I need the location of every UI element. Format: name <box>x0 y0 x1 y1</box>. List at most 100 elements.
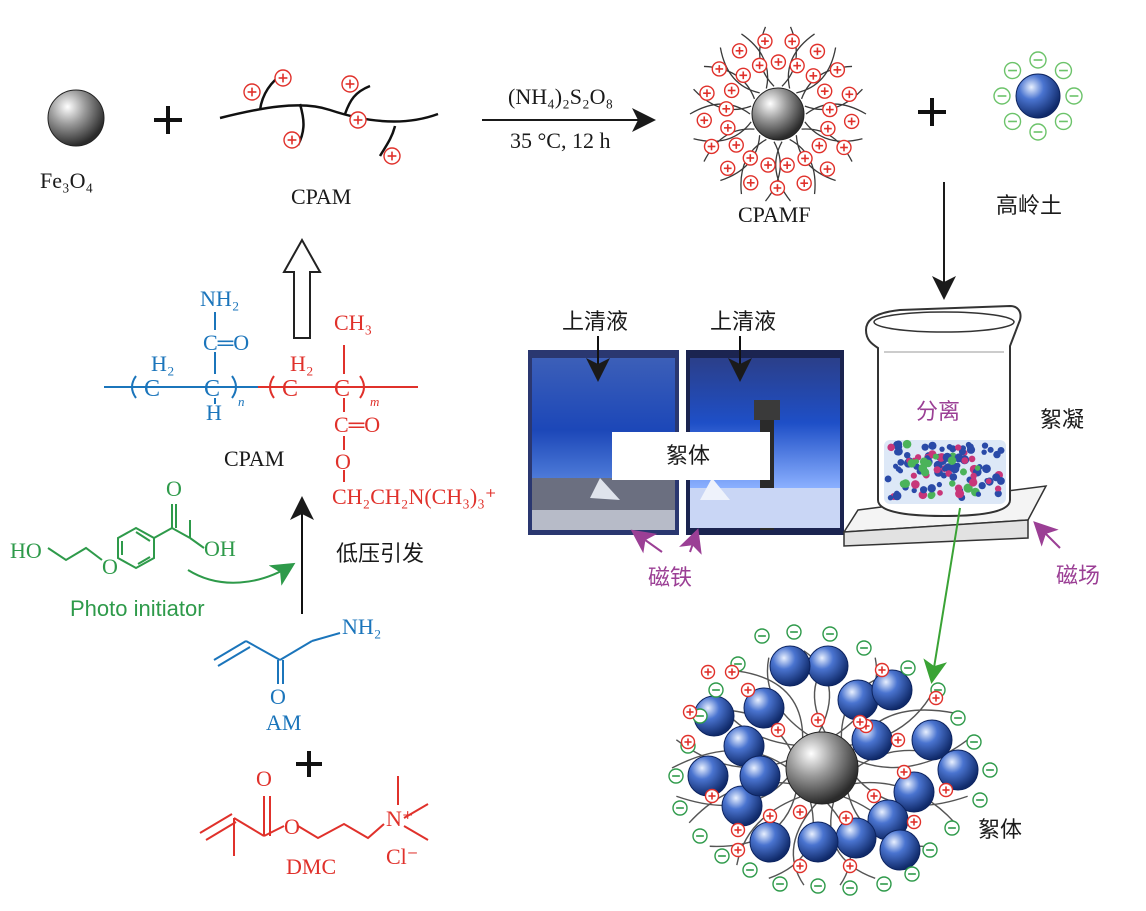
negative-charge-icon <box>1065 87 1083 105</box>
positive-charge-icon <box>730 842 746 858</box>
positive-charge-icon <box>852 714 868 730</box>
positive-charge-icon <box>720 160 736 177</box>
floc-grain <box>987 446 994 453</box>
positive-charge-icon <box>842 858 858 874</box>
n-subscript: n <box>238 394 245 409</box>
floc-grain <box>887 495 894 501</box>
floc-grain <box>897 458 905 466</box>
floc-cluster <box>668 624 998 896</box>
positive-charge-icon <box>770 54 787 70</box>
green-arrow-floc <box>923 507 961 684</box>
positive-charge-icon <box>735 67 751 84</box>
negative-charge-icon <box>786 624 802 640</box>
positive-charge-icon <box>784 33 800 50</box>
magnet-label: 磁铁 <box>648 566 693 591</box>
cpam-top-label: CPAM <box>291 184 352 209</box>
photo-initiator-structure <box>47 504 205 570</box>
negative-charge-icon <box>856 640 872 656</box>
dmc-label: DMC <box>286 854 337 879</box>
am-structure <box>213 632 341 684</box>
positive-charge-icon <box>797 150 813 167</box>
positive-charge-icon <box>751 57 768 74</box>
polymer-strand <box>719 47 760 94</box>
positive-charge-icon <box>723 82 740 99</box>
negative-charge-icon <box>668 768 684 784</box>
photo-initiator-label: Photo initiator <box>70 596 205 621</box>
floc-grain <box>958 448 966 456</box>
positive-charge-icon <box>829 62 846 78</box>
floc-grain <box>895 466 902 472</box>
floc-grain <box>937 489 943 496</box>
h2-left: H₂ <box>151 351 175 376</box>
floc-grain <box>907 459 917 468</box>
positive-charge-icon <box>874 662 890 678</box>
c-right-2: C <box>334 376 351 402</box>
floc-grain <box>994 485 1002 492</box>
beaker-floc-layer <box>884 439 1006 504</box>
negative-charge-icon <box>900 660 916 676</box>
floc-grain <box>975 491 982 497</box>
c-left: C <box>144 376 161 402</box>
polymer-strand <box>854 739 969 769</box>
c-left-2: C <box>204 376 221 402</box>
positive-charge-icon <box>730 822 746 838</box>
field-arrow <box>1033 521 1061 549</box>
positive-charge-icon <box>866 788 882 804</box>
positive-charge-icon <box>718 101 734 117</box>
positive-charge-icon <box>742 150 758 166</box>
kaolin-sphere <box>835 817 877 859</box>
negative-charge-icon <box>772 876 788 892</box>
positive-charge-icon <box>731 43 748 59</box>
floc-grain <box>911 480 920 489</box>
negative-charge-icon <box>1054 61 1073 80</box>
positive-charge-icon <box>789 57 805 74</box>
kaolin-sphere <box>739 755 781 797</box>
dmc-structure <box>199 776 429 856</box>
ceo-right: C═O <box>334 412 381 437</box>
negative-charge-icon <box>922 842 938 858</box>
positive-charge-icon <box>383 147 401 165</box>
floc-grain <box>919 486 928 494</box>
polymer-strand <box>736 670 804 741</box>
positive-charge-icon <box>843 113 860 130</box>
positive-charge-icon <box>760 157 776 173</box>
floc-grain <box>954 462 961 469</box>
floc-label-box <box>612 432 770 480</box>
negative-charge-icon <box>1029 51 1047 69</box>
floc-grain <box>899 480 907 487</box>
am-unit-bonds <box>131 312 237 404</box>
ch3-label: CH₃ <box>334 310 373 335</box>
positive-charge-icon <box>928 690 944 706</box>
floc-grain <box>903 451 911 459</box>
positive-charge-icon <box>770 722 786 738</box>
cpamf-label: CPAMF <box>738 202 811 227</box>
negative-charge-icon <box>1003 112 1022 131</box>
positive-charge-icon <box>820 120 836 137</box>
positive-charge-icon <box>796 175 812 191</box>
floc-grain <box>885 475 892 482</box>
floc-grain <box>949 473 958 481</box>
positive-charge-icon <box>243 83 261 101</box>
polymer-strand <box>764 141 781 202</box>
positive-charge-icon <box>805 68 822 84</box>
floc-bottom-label: 絮体 <box>978 818 1023 843</box>
positive-charge-icon <box>728 137 744 153</box>
floc-grain <box>921 443 929 451</box>
cpamf-particle <box>689 26 867 202</box>
kaolin-sphere <box>1015 73 1061 119</box>
kaolin-sphere <box>911 719 953 761</box>
plus-sign-am <box>296 751 322 777</box>
fe3o4-sphere <box>47 89 105 147</box>
cpam-charges <box>243 69 401 165</box>
fe3o4-label: Fe₃O₄ <box>40 168 94 193</box>
floc-grain <box>910 472 917 479</box>
floc-grain <box>992 473 1001 482</box>
positive-charge-icon <box>699 85 715 101</box>
floc-grain <box>902 439 912 449</box>
negative-charge-icon <box>742 862 758 878</box>
magnet-arrow-left <box>630 529 663 554</box>
positive-charge-icon <box>703 138 720 155</box>
positive-charge-icon <box>906 814 922 830</box>
positive-charge-icon <box>700 664 716 680</box>
